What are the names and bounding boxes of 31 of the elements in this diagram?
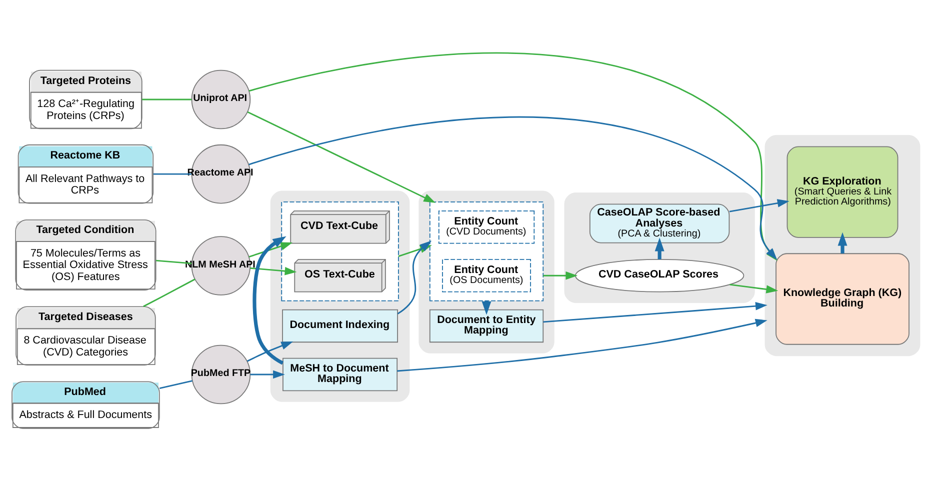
node-box: Knowledge Graph (KG) Building	[776, 253, 910, 345]
node-circle: Uniprot API	[191, 70, 251, 130]
node-box: Entity Count (OS Documents)	[442, 259, 531, 292]
node-box: Document Indexing	[282, 309, 398, 343]
cluster	[281, 202, 399, 302]
arrow	[397, 318, 768, 372]
arrow	[250, 370, 285, 379]
node-box: MeSH to Document Mapping	[282, 358, 398, 392]
connector	[142, 98, 192, 100]
node-ellipse: CVD CaseOLAP Scores	[574, 259, 744, 292]
node-circle: PubMed FTP	[191, 344, 251, 404]
arrow	[730, 284, 778, 294]
node-box: Document to Entity Mapping	[429, 309, 544, 343]
arrow	[838, 232, 848, 254]
arrow	[247, 111, 436, 203]
arrow	[250, 266, 297, 276]
node-box: KG Exploration (Smart Queries & Link Prediction Algorithms)	[786, 146, 898, 238]
connector	[143, 278, 196, 308]
node-box: CaseOLAP Score-based Analyses (PCA & Clustering)	[589, 204, 730, 244]
node-box: Entity Count (CVD Documents)	[438, 210, 535, 244]
arrow	[252, 236, 286, 365]
arrow	[543, 271, 578, 280]
arrow	[654, 238, 664, 260]
arrow	[543, 302, 768, 323]
connector	[159, 380, 193, 390]
arrow	[729, 199, 790, 212]
arrow	[246, 341, 294, 362]
arrow	[248, 242, 293, 258]
connector	[156, 260, 192, 264]
cluster	[429, 202, 544, 302]
connector	[153, 173, 192, 175]
